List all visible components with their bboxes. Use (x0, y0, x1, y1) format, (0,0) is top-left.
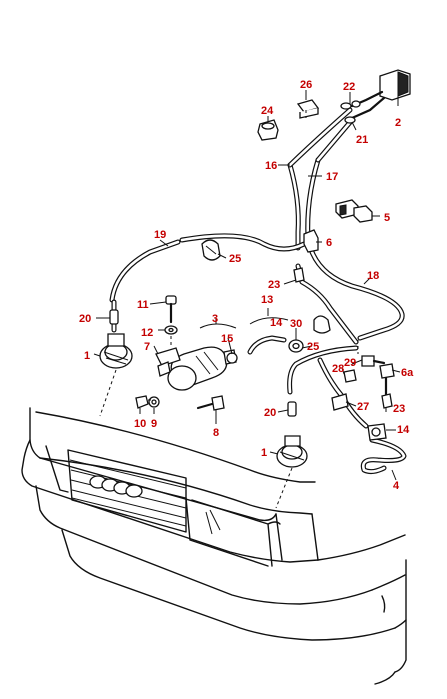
part-25-clip-top (201, 239, 221, 261)
hose-16-17 (287, 107, 355, 251)
label-6: 6 (326, 237, 332, 249)
part-26-bracket (296, 99, 320, 119)
label-2: 2 (395, 117, 401, 129)
label-17: 17 (326, 171, 338, 183)
audi-rings-logo (89, 475, 143, 498)
part-9-washer (148, 396, 160, 408)
label-28: 28 (332, 363, 344, 375)
label-1-left: 1 (84, 350, 90, 362)
label-18: 18 (367, 270, 379, 282)
label-7: 7 (144, 341, 150, 353)
label-16: 16 (265, 160, 277, 172)
part-22-21-fittings (340, 100, 361, 124)
part-14-check-valve (367, 423, 387, 441)
part-20-connector-left (109, 309, 119, 325)
car-front-outline (21, 407, 407, 685)
label-11: 11 (137, 299, 149, 311)
label-23-top: 23 (268, 279, 280, 291)
label-20-right: 20 (264, 407, 276, 419)
label-20-left: 20 (79, 313, 91, 325)
hose-13 (247, 335, 287, 355)
part-3-pump (167, 346, 237, 391)
part-5-clip (335, 199, 373, 223)
label-1-right: 1 (261, 447, 267, 459)
label-5: 5 (384, 212, 390, 224)
label-15: 15 (221, 333, 233, 345)
hose-23-to-pump (295, 263, 359, 345)
part-12-washer (164, 325, 178, 335)
label-23-right: 23 (393, 403, 405, 415)
part-27-fitting (331, 393, 349, 411)
label-27: 27 (357, 401, 369, 413)
part-23-fitting-top (293, 267, 305, 283)
part-23-fitting-right (381, 393, 393, 409)
part-11-bolt (165, 295, 177, 324)
part-28-fitting (343, 369, 357, 383)
part-24-grommet (257, 119, 279, 141)
part-30-grommet (288, 339, 304, 353)
label-9: 9 (151, 418, 157, 430)
part-15-connector (226, 352, 238, 364)
label-14-top: 14 (270, 317, 283, 329)
part-25-clip-mid (313, 315, 331, 334)
label-22: 22 (343, 81, 355, 93)
label-26: 26 (300, 79, 312, 91)
part-2-connector (350, 69, 411, 120)
part-29-valve (361, 355, 386, 367)
hose-18 (309, 249, 405, 341)
label-8: 8 (213, 427, 219, 439)
part-20-connector-right (287, 401, 297, 417)
leader-lines (93, 90, 401, 481)
label-29: 29 (344, 357, 356, 369)
label-19: 19 (154, 229, 166, 241)
part-7-bracket (155, 347, 181, 377)
part-6a-t-piece (379, 363, 395, 396)
label-30: 30 (290, 318, 302, 330)
label-6a: 6a (401, 367, 414, 379)
hose-4 (360, 437, 407, 475)
label-12: 12 (141, 327, 153, 339)
grille (67, 449, 187, 533)
label-14-right: 14 (397, 424, 410, 436)
label-3: 3 (212, 313, 218, 325)
part-labels: 26 22 2 24 21 16 17 5 19 6 25 23 18 11 2… (79, 79, 414, 492)
label-25-mid: 25 (307, 341, 319, 353)
part-8-bolt (196, 395, 225, 411)
part-1-nozzle-right (276, 435, 308, 468)
label-10: 10 (134, 418, 146, 430)
dashed-guides (99, 110, 359, 509)
part-1-nozzle-left (99, 333, 133, 369)
label-4: 4 (393, 480, 400, 492)
label-24: 24 (261, 105, 274, 117)
part-6-t-piece (303, 229, 319, 253)
label-25-top: 25 (229, 253, 241, 265)
hose-19 (109, 233, 307, 303)
label-13: 13 (261, 294, 273, 306)
label-21: 21 (356, 134, 368, 146)
part-10-nut (135, 395, 149, 409)
